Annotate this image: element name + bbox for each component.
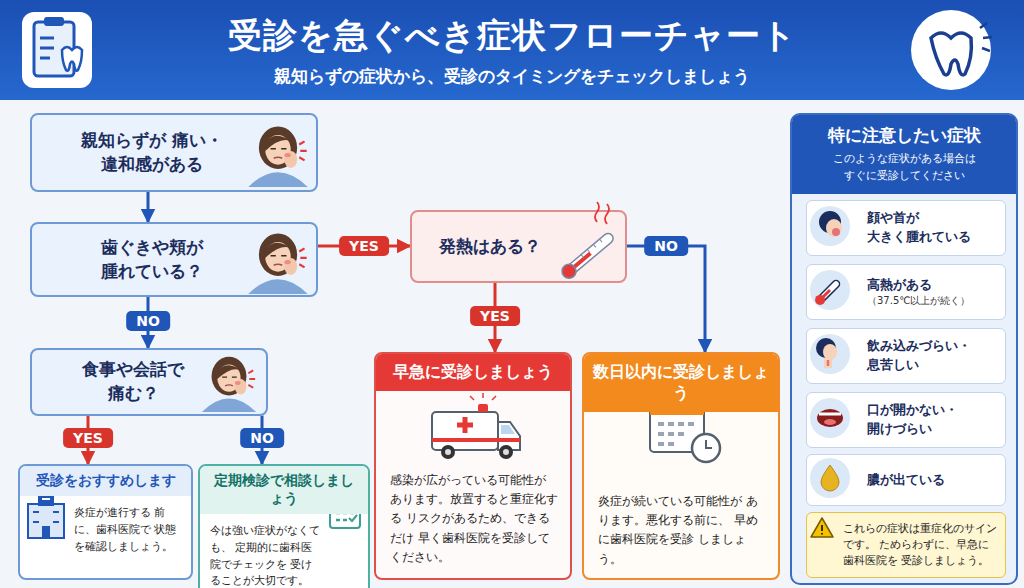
node-heading: 高熱がある	[867, 276, 999, 295]
node-heading: これらの症状は重症化のサインです。 ためらわずに、早急に歯科医院を 受診しましょ…	[843, 521, 999, 568]
edge-label: NO	[240, 428, 284, 448]
result-box: 数日以内に受診しましょう炎症が続いている可能性が あります。悪化する前に、 早め…	[582, 352, 780, 580]
symptom-item: 顔や首が 大きく腫れている	[806, 200, 1006, 256]
node-heading: 発熱はある？	[438, 235, 541, 259]
node-body: 今は強い症状がなくても、 定期的に歯科医院でチェックを 受けることが大切です。	[200, 514, 368, 588]
edge-label: YES	[470, 306, 520, 326]
warning-note: これらの症状は重症化のサインです。 ためらわずに、早急に歯科医院を 受診しましょ…	[806, 512, 1006, 578]
question-box: 発熱はある？	[410, 210, 627, 283]
question-box: 食事や会話で 痛む？	[30, 348, 268, 416]
node-heading: 顔や首が 大きく腫れている	[867, 209, 999, 247]
node-heading: 親知らずが 痛い・違和感がある	[72, 129, 232, 177]
edge-label: NO	[126, 311, 170, 331]
flow-arrow	[627, 246, 705, 352]
symptom-item: 飲み込みづらい・ 息苦しい	[806, 328, 1006, 384]
edge-label: NO	[644, 236, 688, 256]
node-body: このような症状がある場合は すぐに受診してください	[798, 151, 1010, 184]
result-box: 早急に受診しましょう感染が広がっている可能性が あります。放置すると重症化する …	[374, 352, 572, 580]
node-body: 感染が広がっている可能性が あります。放置すると重症化する リスクがあるため、で…	[376, 391, 570, 575]
node-heading: 特に注意したい症状	[798, 124, 1010, 147]
chart-title: 受診を急ぐべき症状フローチャート	[228, 13, 797, 59]
node-heading: 飲み込みづらい・ 息苦しい	[867, 337, 999, 375]
flow-arrow	[147, 192, 150, 222]
symptom-item: 口が開かない・ 開けづらい	[806, 392, 1006, 448]
node-heading: 受診をおすすめします	[20, 466, 191, 496]
panel-header-band: 特に注意したい症状このような症状がある場合は すぐに受診してください	[792, 115, 1016, 194]
node-body: 炎症が進行する 前に、歯科医院で 状態を確認しましょう。	[20, 496, 191, 560]
edge-label: YES	[339, 236, 389, 256]
symptom-item: 膿が出ている	[806, 454, 1006, 506]
node-heading: 食事や会話で 痛む？	[72, 358, 194, 406]
node-body: 炎症が続いている可能性が あります。悪化する前に、 早めに歯科医院を受診 しまし…	[584, 412, 778, 577]
edge-label: YES	[63, 428, 113, 448]
question-box: 親知らずが 痛い・違和感がある	[30, 113, 318, 192]
result-box: 定期検診で相談しましょう今は強い症状がなくても、 定期的に歯科医院でチェックを …	[198, 464, 370, 588]
subtitle: 親知らずの症状から、受診のタイミングをチェックしましょう	[274, 65, 750, 88]
node-heading: 口が開かない・ 開けづらい	[867, 401, 999, 439]
symptom-item: 高熱がある（37.5℃以上が続く）	[806, 264, 1006, 320]
node-heading: 定期検診で相談しましょう	[200, 466, 368, 514]
node-body: （37.5℃以上が続く）	[867, 294, 999, 308]
node-heading: 歯ぐきや頬が 腫れている？	[72, 236, 232, 284]
warning-panel: 特に注意したい症状このような症状がある場合は すぐに受診してください顔や首が 大…	[790, 113, 1018, 585]
node-heading: 数日以内に受診しましょう	[584, 354, 778, 412]
node-heading: 早急に受診しましょう	[376, 354, 570, 391]
result-box: 受診をおすすめします炎症が進行する 前に、歯科医院で 状態を確認しましょう。	[18, 464, 193, 580]
node-heading: 膿が出ている	[867, 471, 999, 490]
header-band: 受診を急ぐべき症状フローチャート親知らずの症状から、受診のタイミングをチェックし…	[0, 0, 1024, 100]
question-box: 歯ぐきや頬が 腫れている？	[30, 222, 318, 297]
